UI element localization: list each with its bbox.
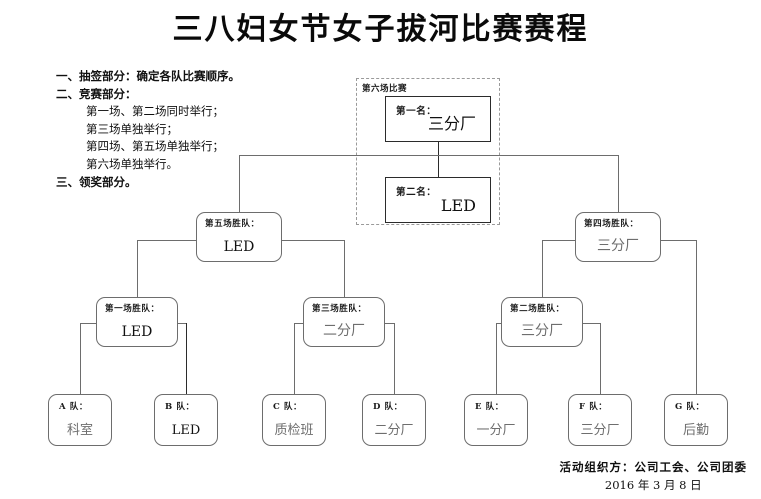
connector-qf3-to-c (294, 323, 303, 324)
team-a-value: 科室 (66, 423, 93, 438)
team-c-label: C 队： (273, 402, 303, 412)
quarterfinal-1-label: 第一场胜队： (105, 304, 160, 314)
quarterfinal-3-label: 第三场胜队： (312, 304, 367, 314)
semifinal-left-box[interactable]: 第五场胜队： LED (196, 212, 282, 262)
procedure-line-7: 三、领奖部分。 (56, 174, 137, 189)
team-box-a[interactable]: A 队： 科室 (48, 394, 112, 446)
connector-team-b-riser (186, 323, 187, 394)
quarterfinal-2-value: 三分厂 (521, 323, 563, 339)
connector-sf-right-to-qf2 (542, 240, 575, 241)
date-line: 2016 年 3 月 8 日 (604, 478, 702, 492)
first-place-box[interactable]: 第一名： 三分厂 (385, 96, 491, 142)
team-d-label: D 队： (373, 402, 403, 412)
connector-team-e-riser (496, 323, 497, 394)
team-box-d[interactable]: D 队： 二分厂 (362, 394, 426, 446)
procedure-line-2: 二、竞赛部分： (56, 86, 137, 101)
semifinal-right-label: 第四场胜队： (584, 219, 639, 229)
connector-qf1-to-a (80, 323, 96, 324)
connector-qf3-riser (344, 240, 345, 297)
connector-semifinal-right-riser (618, 155, 619, 212)
connector-team-f-riser (600, 323, 601, 394)
connector-teamg-riser (696, 240, 697, 394)
procedure-line-4: 第三场单独举行； (86, 121, 178, 136)
connector-semifinal-left-riser (239, 155, 240, 212)
procedure-line-3: 第一场、第二场同时举行； (86, 104, 224, 119)
team-g-value: 后勤 (682, 423, 709, 438)
connector-qf1-to-b (178, 323, 186, 324)
quarterfinal-1-box[interactable]: 第一场胜队： LED (96, 297, 178, 347)
team-b-value: LED (171, 423, 201, 438)
team-a-label: A 队： (59, 402, 88, 412)
semifinal-left-value: LED (223, 239, 255, 255)
quarterfinal-2-label: 第二场胜队： (510, 304, 565, 314)
organizer-line: 活动组织方：公司工会、公司团委 (559, 460, 747, 474)
team-d-value: 二分厂 (374, 423, 414, 438)
connector-qf3-to-d (385, 323, 394, 324)
procedure-list: 一、抽签部分：确定各队比赛顺序。 二、竞赛部分： 第一场、第二场同时举行； 第三… (56, 68, 356, 191)
final-match-caption: 第六场比赛 (362, 84, 408, 94)
team-c-value: 质检班 (274, 423, 314, 438)
first-place-label: 第一名： (396, 106, 437, 117)
procedure-line-5: 第四场、第五场单独举行； (86, 139, 224, 154)
page-title: 三八妇女节女子拔河比赛赛程 (172, 12, 589, 47)
connector-team-a-riser (80, 323, 81, 394)
connector-qf2-to-e (496, 323, 501, 324)
connector-final-horizontal (239, 155, 618, 156)
procedure-line-1: 一、抽签部分：确定各队比赛顺序。 (56, 69, 240, 83)
final-match-region (356, 78, 500, 225)
team-box-e[interactable]: E 队： 一分厂 (464, 394, 528, 446)
quarterfinal-3-value: 二分厂 (323, 323, 365, 339)
quarterfinal-2-box[interactable]: 第二场胜队： 三分厂 (501, 297, 583, 347)
second-place-value: LED (440, 196, 476, 215)
connector-team-d-riser (394, 323, 395, 394)
team-e-value: 一分厂 (476, 423, 516, 438)
team-box-c[interactable]: C 队： 质检班 (262, 394, 326, 446)
team-e-label: E 队： (475, 402, 504, 412)
quarterfinal-1-value: LED (121, 324, 153, 340)
connector-sf-right-to-teamg (661, 240, 696, 241)
semifinal-right-box[interactable]: 第四场胜队： 三分厂 (575, 212, 661, 262)
procedure-line-6: 第六场单独举行。 (86, 156, 178, 171)
connector-qf1-riser (137, 240, 138, 297)
connector-team-c-riser (294, 323, 295, 394)
connector-qf2-riser (542, 240, 543, 297)
team-f-label: F 队： (579, 402, 608, 412)
team-g-label: G 队： (675, 402, 705, 412)
connector-sf-left-to-qf3 (282, 240, 344, 241)
footer: 活动组织方：公司工会、公司团委 2016 年 3 月 8 日 (560, 459, 748, 493)
semifinal-left-label: 第五场胜队： (205, 219, 260, 229)
team-box-g[interactable]: G 队： 后勤 (664, 394, 728, 446)
connector-sf-left-to-qf1 (137, 240, 196, 241)
team-b-label: B 队： (165, 402, 195, 412)
connector-qf2-to-f (583, 323, 600, 324)
second-place-box[interactable]: 第二名： LED (385, 177, 491, 223)
second-place-label: 第二名： (396, 187, 437, 198)
quarterfinal-3-box[interactable]: 第三场胜队： 二分厂 (303, 297, 385, 347)
first-place-value: 三分厂 (427, 114, 476, 133)
team-f-value: 三分厂 (580, 423, 620, 438)
team-box-f[interactable]: F 队： 三分厂 (568, 394, 632, 446)
semifinal-right-value: 三分厂 (597, 238, 639, 254)
team-box-b[interactable]: B 队： LED (154, 394, 218, 446)
connector-final-vertical (438, 142, 439, 177)
